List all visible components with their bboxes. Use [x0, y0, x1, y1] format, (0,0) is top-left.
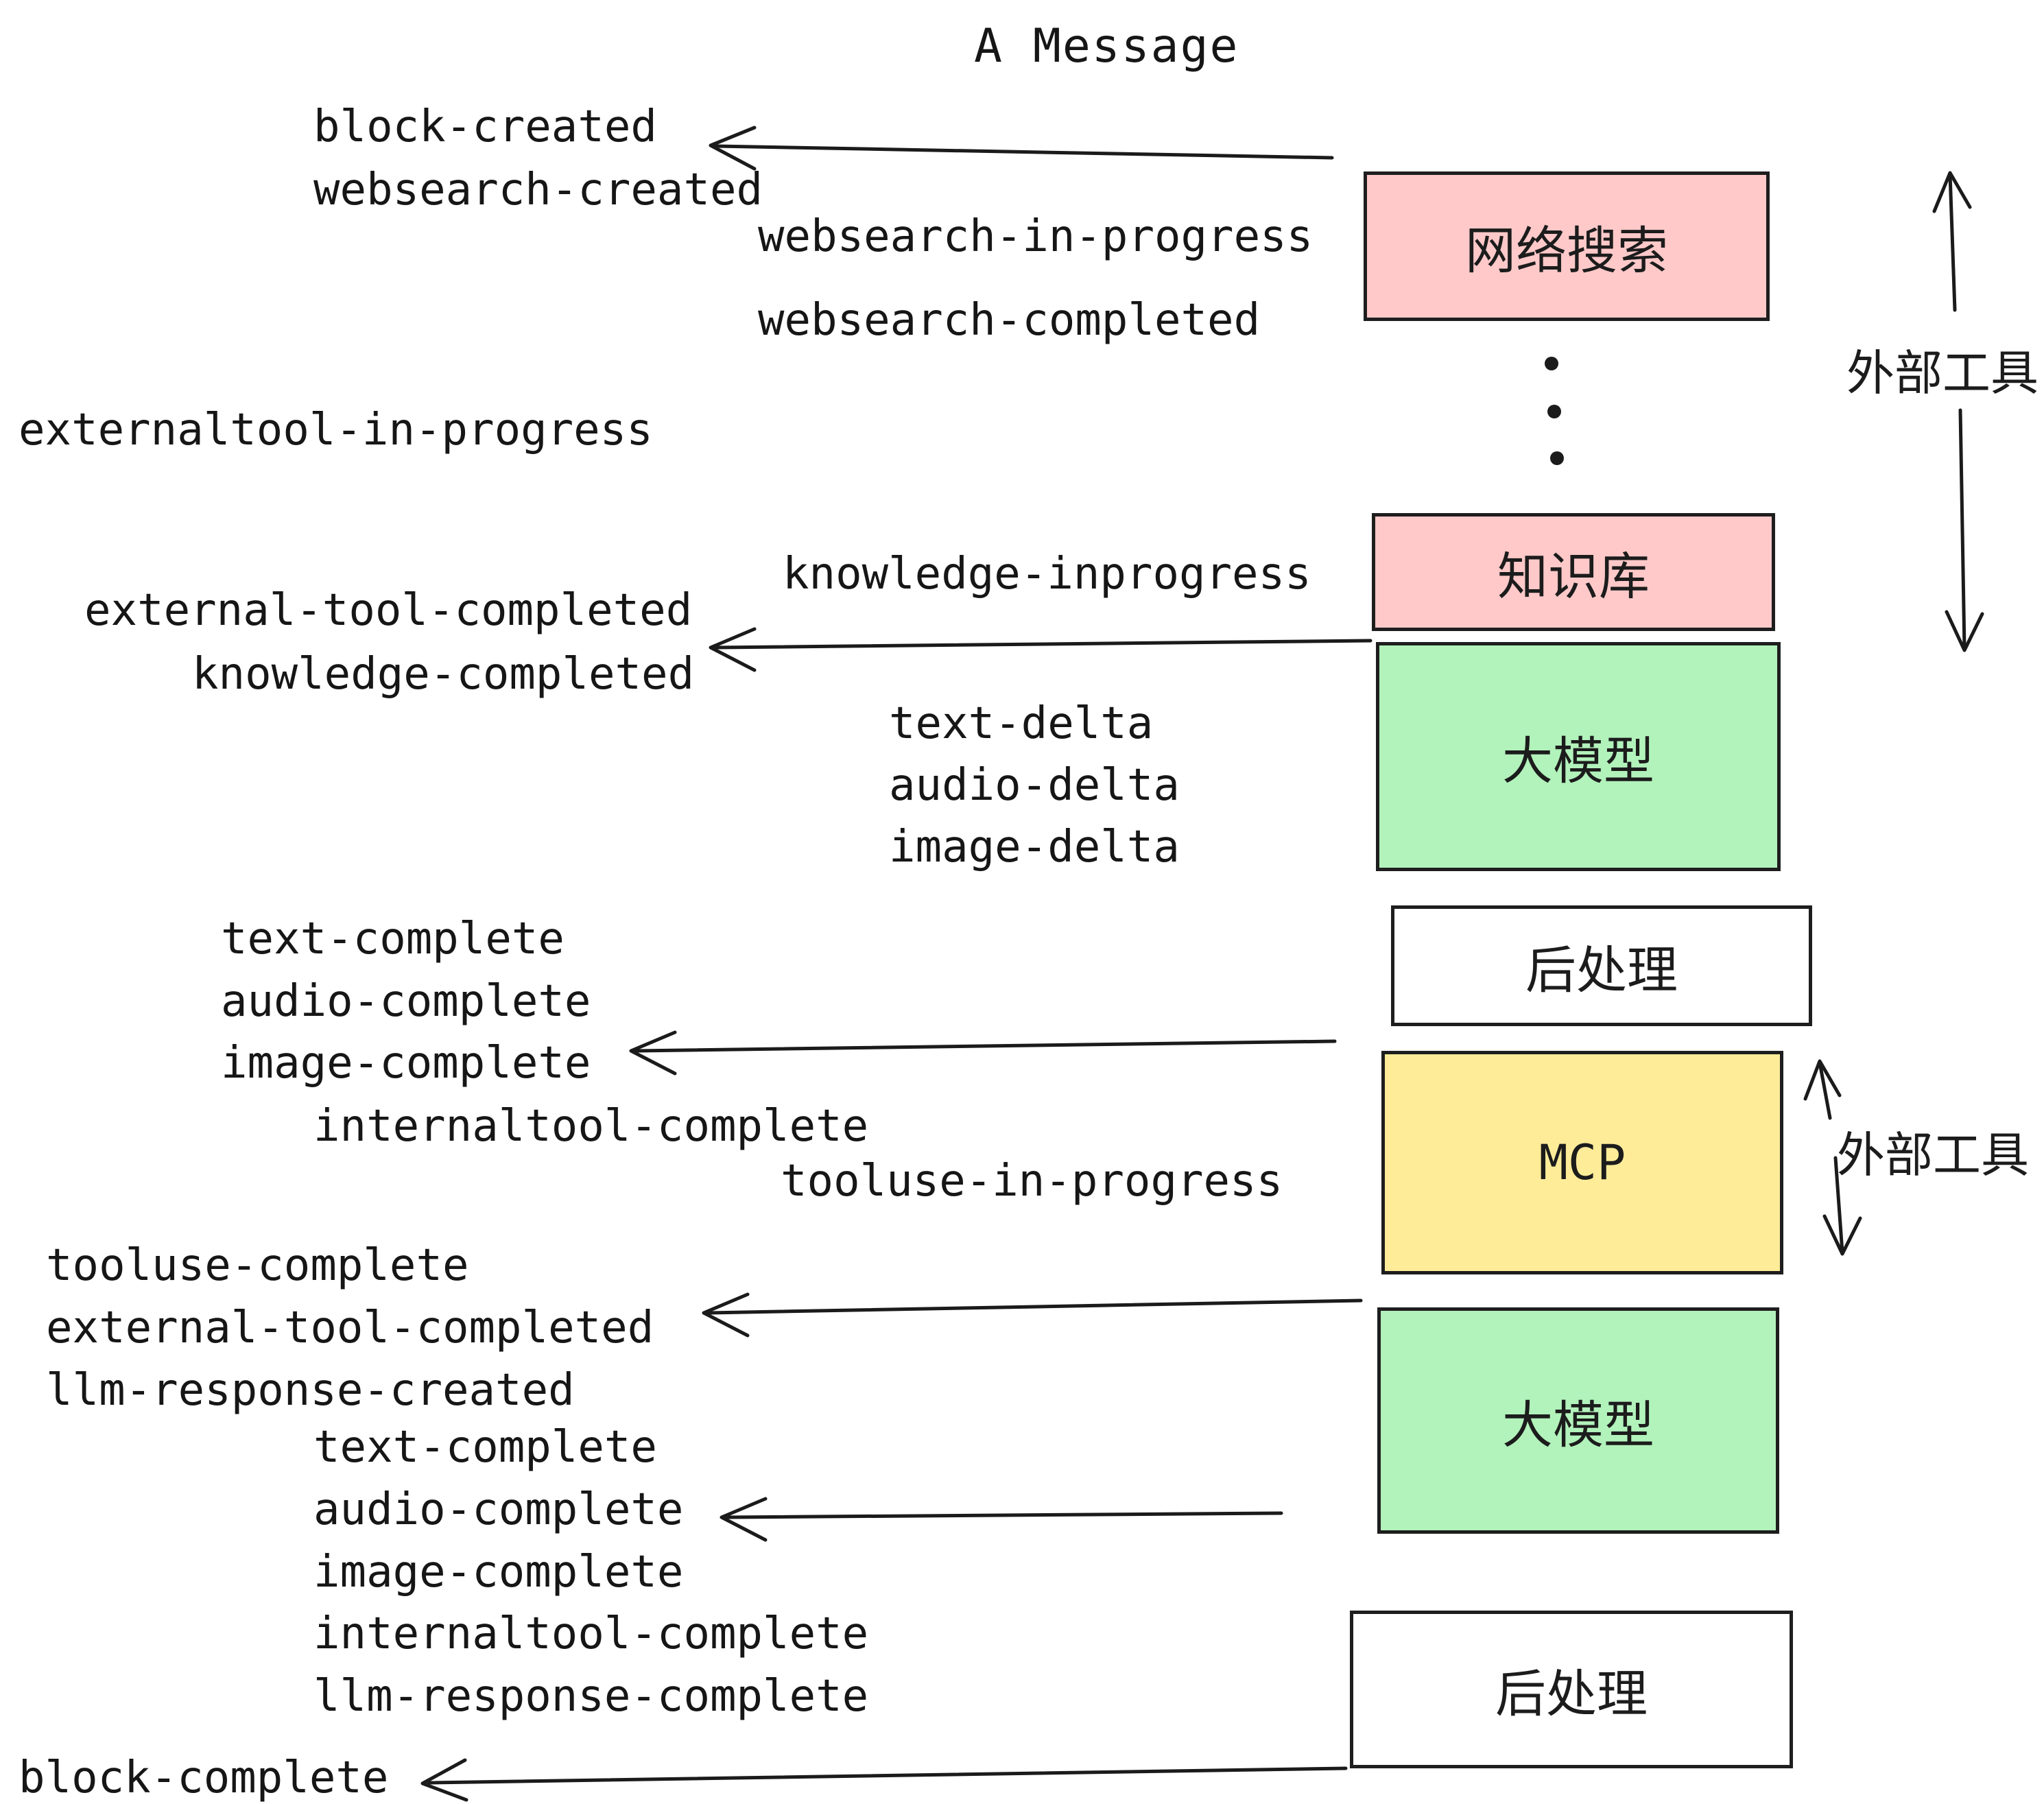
event-label-externaltool-in-progress: externaltool-in-progress [19, 405, 653, 455]
event-label-tooluse-complete: tooluse-complete [46, 1240, 469, 1291]
event-label-llm-response-created: llm-response-created [46, 1365, 575, 1416]
event-label-audio-complete: audio-complete [221, 976, 591, 1027]
event-label-external-tool-completed-2: external-tool-completed [46, 1303, 654, 1353]
node-mcp-label: MCP [1538, 1135, 1626, 1191]
arrow-knowledge-to-completed [709, 627, 1372, 672]
external-tools-down-arrow [1945, 408, 1984, 652]
external-tools-2-up-arrow [1803, 1059, 1842, 1120]
event-label-knowledge-completed: knowledge-completed [192, 649, 695, 700]
node-llm-2-label: 大模型 [1502, 1396, 1654, 1453]
event-label-block-complete: block-complete [19, 1753, 389, 1803]
event-label-audio-delta: audio-delta [889, 760, 1180, 811]
node-llm-2: 大模型 [1377, 1307, 1779, 1534]
event-label-websearch-in-progress: websearch-in-progress [758, 211, 1314, 262]
node-knowledge-base: 知识库 [1372, 513, 1775, 631]
event-label-websearch-created: websearch-created [313, 165, 763, 215]
event-label-websearch-completed: websearch-completed [758, 295, 1261, 346]
node-mcp: MCP [1381, 1051, 1783, 1274]
node-postprocess-1-label: 后处理 [1525, 941, 1678, 999]
node-postprocess-2: 后处理 [1350, 1611, 1793, 1768]
arrow-postprocess-to-complete [629, 1030, 1337, 1076]
event-label-image-complete: image-complete [221, 1038, 591, 1089]
node-llm-1: 大模型 [1376, 642, 1781, 871]
external-tools-up-arrow [1932, 171, 1972, 312]
external-tools-2-down-arrow [1822, 1156, 1862, 1256]
node-llm-1-label: 大模型 [1502, 732, 1654, 790]
event-label-internaltool-complete-2: internaltool-complete [313, 1609, 869, 1659]
ellipsis-dots [1545, 357, 1564, 465]
node-websearch-label: 网络搜索 [1465, 222, 1668, 279]
arrow-postprocess2-to-block-complete [420, 1758, 1348, 1802]
event-label-knowledge-inprogress: knowledge-inprogress [783, 549, 1311, 600]
node-websearch: 网络搜索 [1364, 171, 1770, 321]
arrow-mcp-to-tooluse-complete [702, 1292, 1363, 1338]
diagram-title: A Message [974, 19, 1239, 73]
event-label-text-complete: text-complete [221, 914, 565, 964]
event-label-llm-response-complete: llm-response-complete [313, 1671, 869, 1722]
event-label-external-tool-completed: external-tool-completed [84, 585, 693, 636]
node-knowledge-base-label: 知识库 [1497, 547, 1650, 605]
node-postprocess-1: 后处理 [1391, 905, 1812, 1026]
arrow-llm2-to-complete [720, 1497, 1283, 1542]
external-tools-label-2: 外部工具 [1837, 1128, 2029, 1182]
event-label-text-complete-2: text-complete [313, 1422, 657, 1473]
node-postprocess-2-label: 后处理 [1495, 1665, 1648, 1722]
event-label-image-complete-2: image-complete [313, 1547, 684, 1598]
event-label-internaltool-complete: internaltool-complete [313, 1101, 869, 1152]
event-label-audio-complete-2: audio-complete [313, 1484, 684, 1535]
event-label-image-delta: image-delta [889, 822, 1180, 873]
external-tools-label-1: 外部工具 [1846, 346, 2039, 400]
event-label-block-created: block-created [313, 102, 657, 152]
event-label-tooluse-in-progress: tooluse-in-progress [781, 1156, 1283, 1207]
event-label-text-delta: text-delta [889, 698, 1154, 749]
arrow-websearch-to-created [709, 126, 1334, 171]
